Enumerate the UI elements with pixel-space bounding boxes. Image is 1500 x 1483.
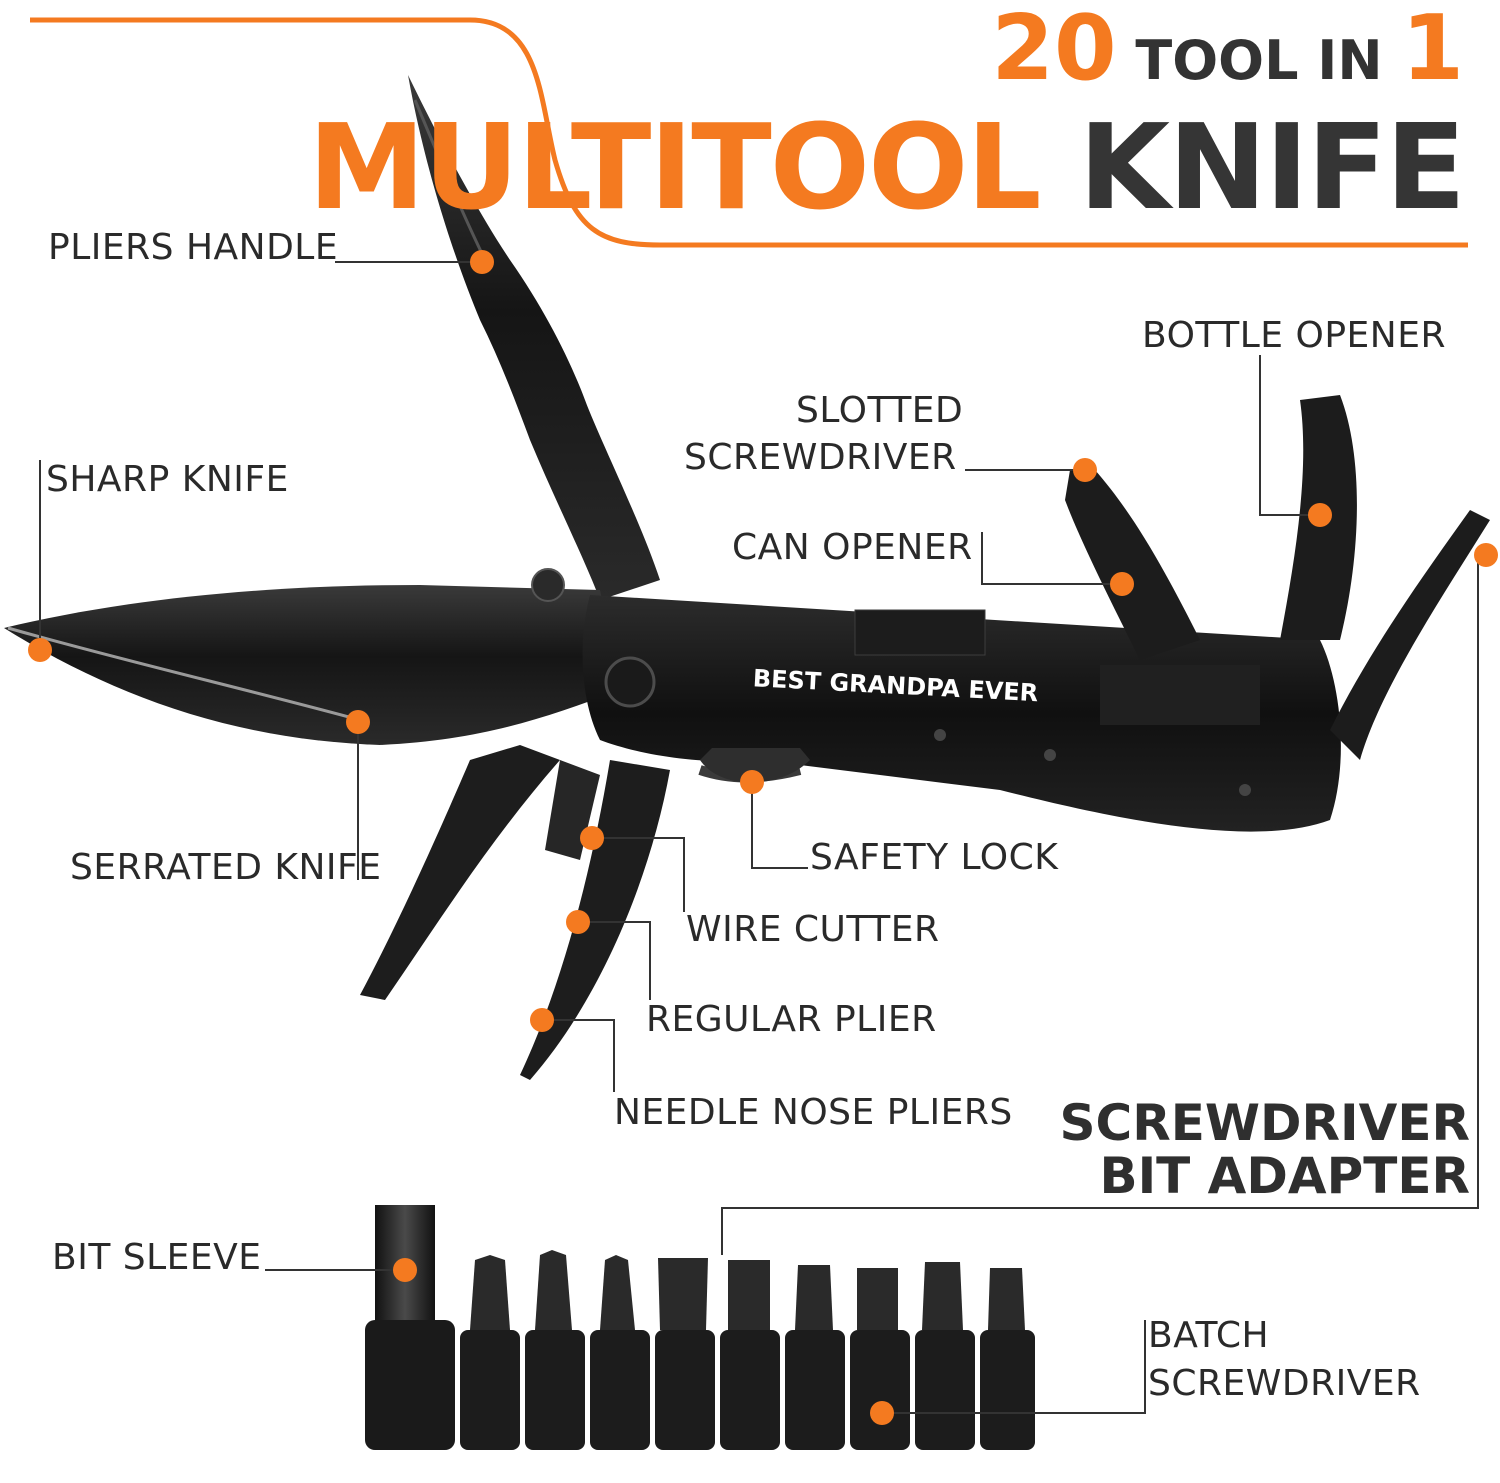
label-bottle-opener: BOTTLE OPENER (1142, 315, 1446, 356)
header-curve (30, 17, 1468, 248)
label-slotted-line1: SLOTTED (796, 390, 964, 431)
label-bit-adapter-line1: SCREWDRIVER (1059, 1094, 1470, 1152)
knife-blade-shape (4, 568, 620, 745)
label-bit-sleeve: BIT SLEEVE (52, 1237, 262, 1278)
pliers-jaws-shape (360, 745, 670, 1080)
label-bit-adapter-line2: BIT ADAPTER (1099, 1146, 1470, 1205)
label-pliers-handle: PLIERS HANDLE (48, 227, 339, 268)
title-dark-word: KNIFE (1039, 98, 1466, 236)
title-middle: TOOL IN (1116, 29, 1402, 92)
leader-lines (39, 261, 1479, 1414)
bit-set-shape (365, 1205, 1035, 1450)
label-bit-adapter: SCREWDRIVER BIT ADAPTER (1060, 1097, 1470, 1202)
label-slotted-line2: SCREWDRIVER (684, 437, 957, 478)
label-needle-nose-pliers: NEEDLE NOSE PLIERS (614, 1092, 1013, 1133)
label-serrated-knife: SERRATED KNIFE (70, 847, 382, 888)
handle-body-shape (582, 595, 1341, 832)
marker-dots (28, 250, 1498, 1425)
title-line-2: MULTITOOL KNIFE (308, 108, 1466, 226)
title-line-1: 20 TOOL IN 1 (991, 4, 1464, 94)
label-safety-lock: SAFETY LOCK (810, 837, 1059, 878)
label-sharp-knife: SHARP KNIFE (46, 459, 289, 500)
title-orange-word: MULTITOOL (307, 98, 1042, 236)
label-can-opener: CAN OPENER (732, 527, 973, 568)
safety-lock-shape (700, 748, 810, 783)
label-regular-plier: REGULAR PLIER (646, 999, 937, 1040)
label-batch-line2: SCREWDRIVER (1148, 1363, 1421, 1404)
label-wire-cutter: WIRE CUTTER (686, 909, 940, 950)
label-batch-line1: BATCH (1148, 1315, 1270, 1356)
title-count: 20 (991, 0, 1117, 101)
title-one: 1 (1401, 0, 1464, 101)
